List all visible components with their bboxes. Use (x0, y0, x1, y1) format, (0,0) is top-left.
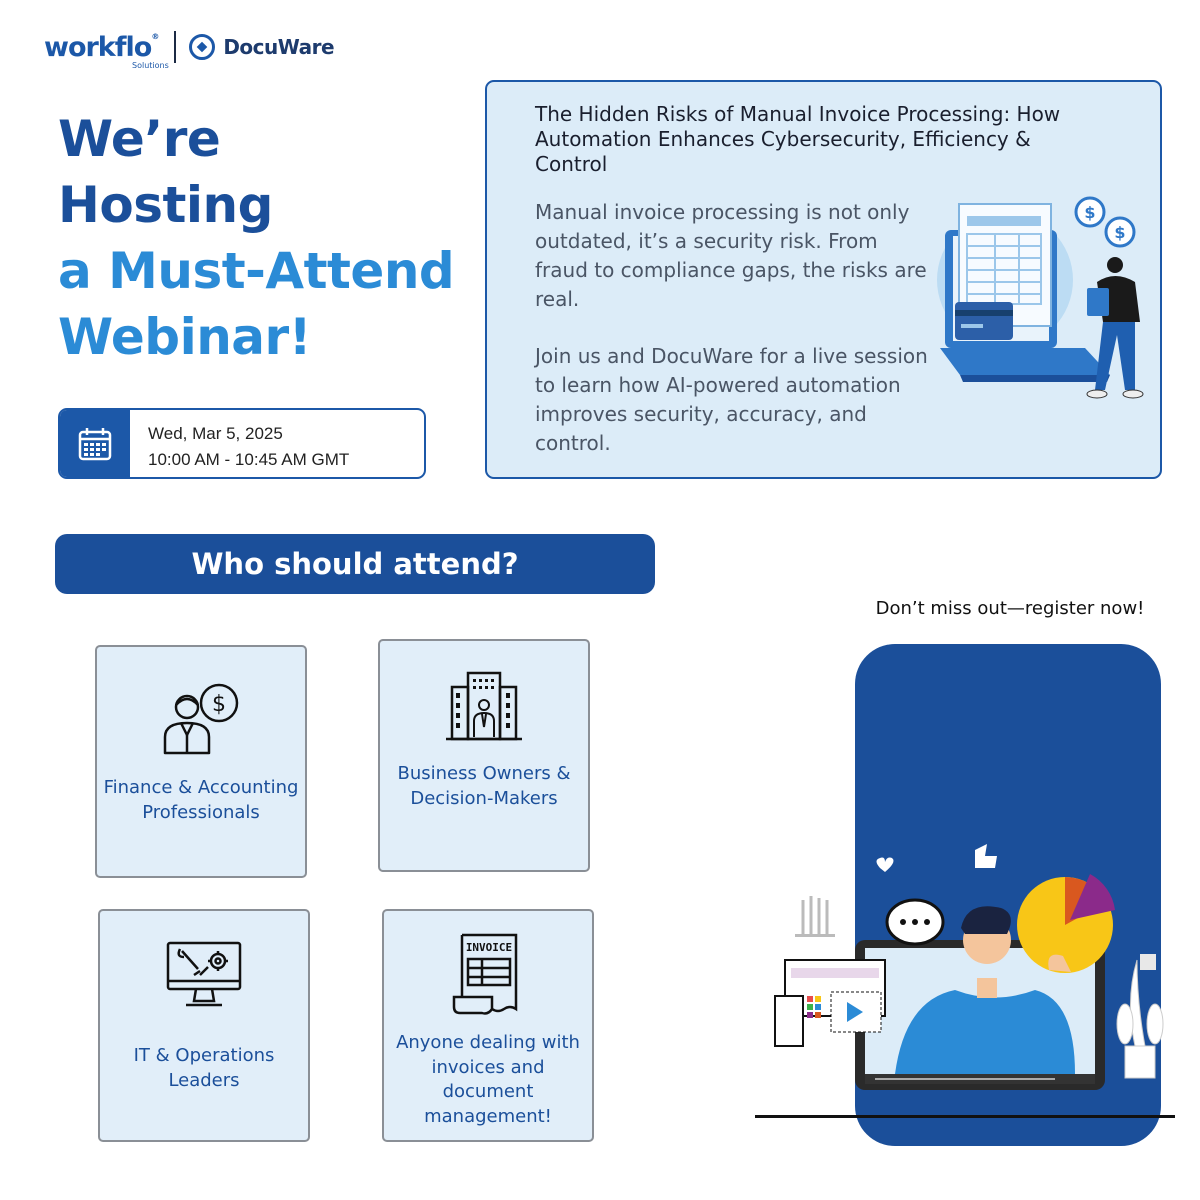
audience-label: Anyone dealing with invoices and documen… (396, 1032, 580, 1127)
who-should-attend-heading: Who should attend? (55, 534, 655, 594)
docuware-logo-icon (189, 34, 216, 60)
headline-line-2: Hosting (58, 176, 273, 234)
invoice-document-icon: INVOICE (452, 933, 518, 1015)
event-date: Wed, Mar 5, 2025 (148, 424, 283, 443)
logo-divider (174, 31, 177, 63)
webinar-description-2: Join us and DocuWare for a live session … (535, 344, 928, 455)
calendar-icon-wrap (60, 410, 130, 477)
audience-card-invoices: INVOICE Anyone dealing with invoices and… (382, 909, 594, 1142)
webinar-description-1: Manual invoice processing is not only ou… (535, 200, 927, 311)
audience-card-business-owners: Business Owners & Decision-Makers (378, 639, 590, 872)
datetime-text: Wed, Mar 5, 2025 10:00 AM - 10:45 AM GMT (130, 410, 349, 477)
brand-logos: workflo® Solutions DocuWare (44, 26, 335, 70)
finance-person-dollar-icon: $ (163, 683, 239, 755)
audience-label: Business Owners & Decision-Makers (397, 763, 571, 809)
svg-text:$: $ (1114, 223, 1125, 242)
monitor-tools-icon (166, 941, 242, 1007)
event-time: 10:00 AM - 10:45 AM GMT (148, 450, 350, 469)
office-building-icon (446, 671, 522, 741)
svg-text:INVOICE: INVOICE (466, 941, 512, 954)
webinar-presenter-illustration (755, 844, 1175, 1118)
audience-label: Finance & Accounting Professionals (103, 777, 299, 823)
event-datetime: Wed, Mar 5, 2025 10:00 AM - 10:45 AM GMT (58, 408, 426, 479)
docuware-logo: DocuWare (223, 35, 335, 59)
audience-label: IT & Operations Leaders (133, 1045, 275, 1091)
webinar-title: The Hidden Risks of Manual Invoice Proce… (535, 102, 1061, 176)
svg-text:$: $ (212, 692, 226, 717)
calendar-icon (78, 427, 112, 460)
audience-card-finance: $ Finance & Accounting Professionals (95, 645, 307, 878)
svg-text:$: $ (1084, 203, 1095, 222)
headline-line-1: We’re (58, 110, 221, 168)
register-call-to-action[interactable]: Don’t miss out—register now! (875, 598, 1145, 619)
workflo-sub: Solutions (132, 60, 169, 70)
headline: We’re Hosting a Must-Attend Webinar! (58, 106, 478, 370)
workflo-logo: workflo® Solutions (44, 31, 169, 70)
invoice-laptop-illustration: $ $ (937, 196, 1144, 399)
dollar-coin-icon: $ $ (1074, 196, 1136, 248)
audience-card-it-operations: IT & Operations Leaders (98, 909, 310, 1142)
headline-line-3: a Must-Attend (58, 242, 455, 300)
headline-line-4: Webinar! (58, 308, 312, 366)
